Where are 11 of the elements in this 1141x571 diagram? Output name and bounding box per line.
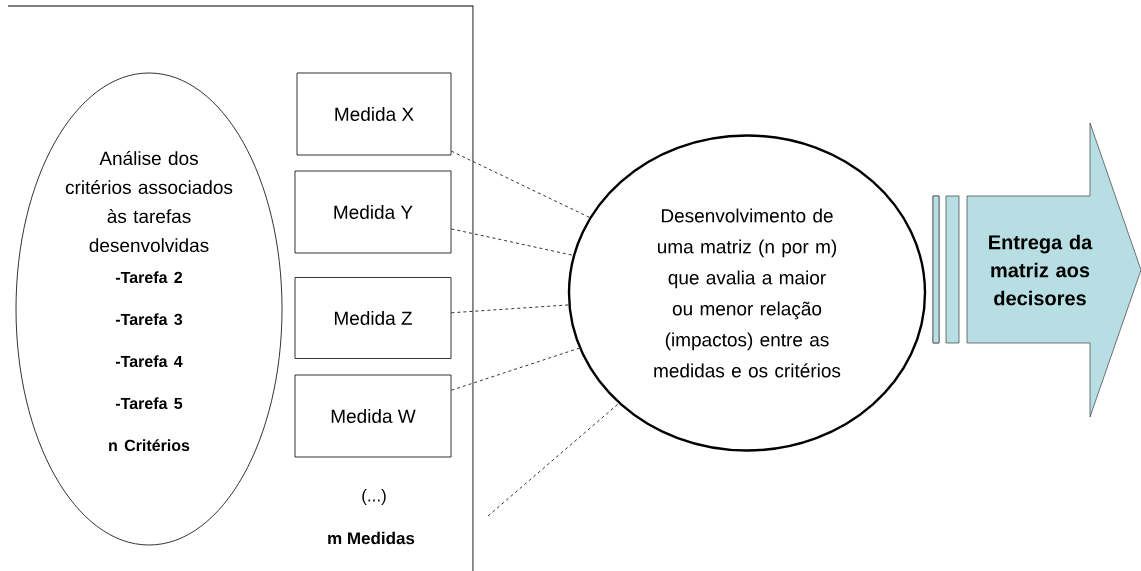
dashed-line: [451, 150, 590, 218]
measure-box: Medida Y: [294, 170, 452, 254]
measure-box: Medida X: [296, 72, 452, 156]
measure-box: Medida Z: [294, 277, 452, 359]
dashed-line: [451, 304, 569, 314]
dashed-line: [451, 347, 580, 391]
dashed-line: [487, 403, 619, 517]
measure-note: (...): [362, 489, 386, 505]
measure-box: Medida W: [294, 374, 452, 458]
dashed-line: [451, 228, 574, 256]
measure-note: m Medidas: [328, 531, 415, 545]
